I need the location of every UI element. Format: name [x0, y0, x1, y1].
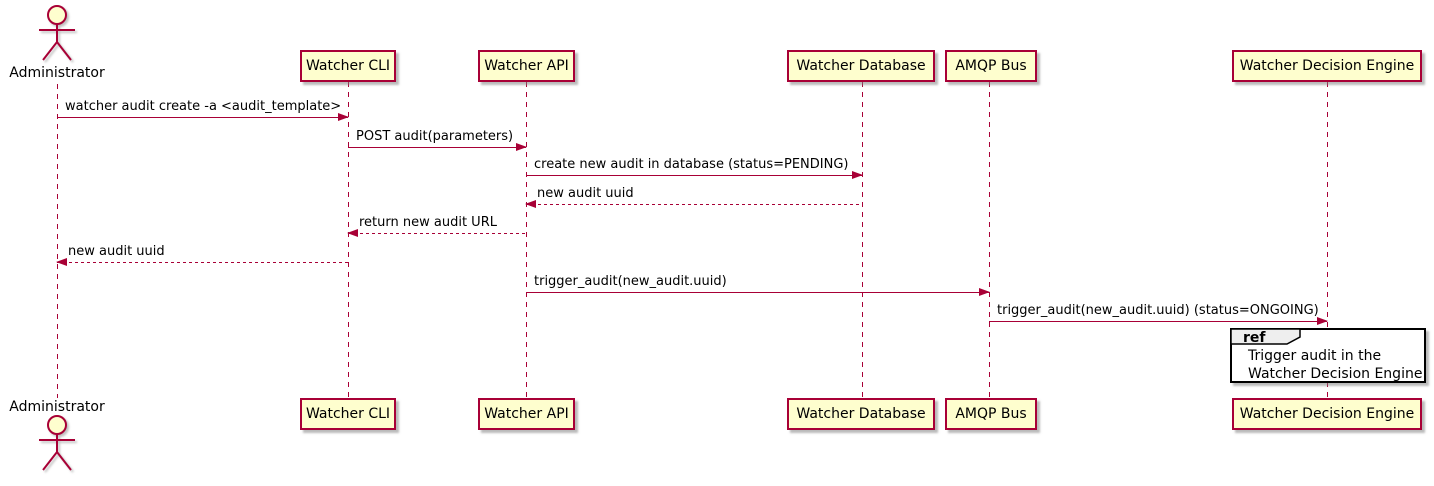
- actor-label-administrator-bottom: Administrator: [9, 399, 105, 415]
- message-line: [989, 321, 1327, 322]
- arrowhead-right-icon: [338, 113, 349, 121]
- ref-keyword: ref: [1243, 330, 1266, 346]
- message-line: [348, 233, 526, 234]
- ref-line: Watcher Decision Engine: [1248, 366, 1423, 382]
- ref-line: Trigger audit in the: [1248, 348, 1382, 364]
- participant-box-watcher-cli-top: Watcher CLI: [300, 50, 396, 82]
- actor-stick-figure-icon: [39, 5, 75, 61]
- participant-box-watcher-api-top: Watcher API: [478, 50, 575, 82]
- participant-box-watcher-database-top: Watcher Database: [787, 50, 935, 82]
- participant-box-watcher-database-bottom: Watcher Database: [787, 398, 935, 430]
- arrowhead-left-icon: [347, 229, 358, 237]
- message-label: watcher audit create -a <audit_template>: [65, 99, 342, 114]
- actor-label-administrator-top: Administrator: [9, 65, 105, 81]
- lifeline-watcher-database: [862, 82, 863, 398]
- arrowhead-right-icon: [516, 143, 527, 151]
- ref-content: Trigger audit in the Watcher Decision En…: [1248, 347, 1422, 383]
- ref-fragment: ref Trigger audit in the Watcher Decisio…: [1230, 328, 1426, 383]
- ref-tab-icon: [1230, 328, 1301, 345]
- lifeline-administrator: [57, 84, 58, 398]
- arrowhead-right-icon: [852, 171, 863, 179]
- message-line: [526, 292, 989, 293]
- arrowhead-left-icon: [525, 200, 536, 208]
- actor-administrator-bottom: [26, 414, 88, 474]
- message-line: [526, 204, 862, 205]
- message-line: [57, 117, 348, 118]
- lifeline-watcher-api: [526, 82, 527, 398]
- message-label: new audit uuid: [537, 186, 634, 201]
- arrowhead-left-icon: [56, 258, 67, 266]
- message-line: [57, 262, 348, 263]
- message-label: trigger_audit(new_audit.uuid) (status=ON…: [997, 303, 1319, 318]
- participant-box-watcher-api-bottom: Watcher API: [478, 398, 575, 430]
- message-label: create new audit in database (status=PEN…: [534, 157, 849, 172]
- actor-stick-figure-icon: [39, 415, 75, 471]
- lifeline-watcher-cli: [348, 82, 349, 398]
- participant-box-watcher-decision-engine-bottom: Watcher Decision Engine: [1232, 398, 1422, 430]
- message-label: return new audit URL: [359, 215, 497, 230]
- lifeline-amqp-bus: [989, 82, 990, 398]
- arrowhead-right-icon: [979, 288, 990, 296]
- participant-box-amqp-bus-bottom: AMQP Bus: [945, 398, 1037, 430]
- actor-administrator-top: [26, 4, 88, 64]
- message-label: POST audit(parameters): [356, 129, 514, 144]
- message-line: [348, 147, 526, 148]
- participant-box-watcher-cli-bottom: Watcher CLI: [300, 398, 396, 430]
- lifeline-watcher-decision-engine: [1327, 82, 1328, 398]
- message-label: new audit uuid: [68, 244, 165, 259]
- participant-box-watcher-decision-engine-top: Watcher Decision Engine: [1232, 50, 1422, 82]
- arrowhead-right-icon: [1317, 317, 1328, 325]
- message-line: [526, 175, 862, 176]
- participant-box-amqp-bus-top: AMQP Bus: [945, 50, 1037, 82]
- message-label: trigger_audit(new_audit.uuid): [534, 274, 727, 289]
